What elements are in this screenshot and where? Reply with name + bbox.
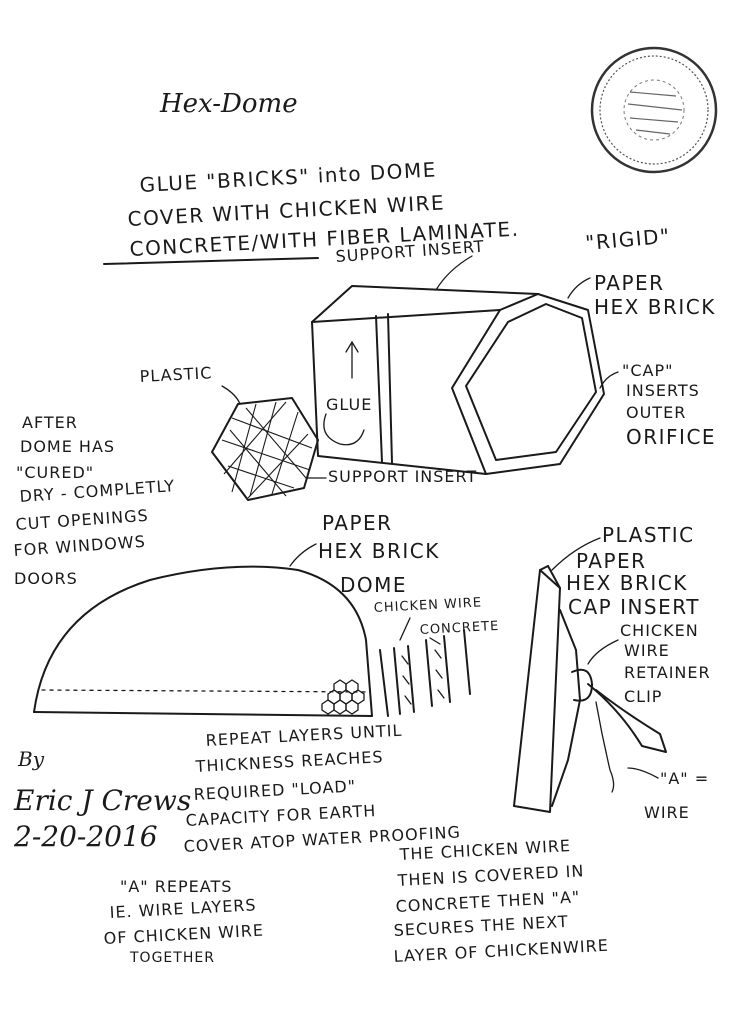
a-wire-label-line-1: "A" = [660,769,709,788]
cap-inserts-note: "CAP" INSERTS OUTER ORIFICE [599,361,716,449]
cap-inserts-line-4: ORIFICE [626,425,716,449]
page-title: Hex-Dome [159,89,298,119]
dome-drawing [33,565,373,717]
chicken-wire-label: CHICKEN WIRE [373,595,482,616]
layer-cross-section [379,629,471,717]
cap-inserts-line-1: "CAP" [622,361,673,380]
cap-callout-line-2: PAPER [576,549,647,573]
after-dome-line-6: FOR WINDOWS [13,532,146,560]
signature-name: Eric J Crews [13,784,191,817]
dome-title-leader [289,543,317,567]
dome-title-line-2: HEX BRICK [318,539,440,563]
a-repeats-line-4: TOGETHER [129,950,215,966]
cap-insert-callout: PLASTIC PAPER HEX BRICK CAP INSERT CHICK… [551,523,711,706]
paper-brick-leader [567,277,591,299]
a-wire-label-line-2: WIRE [644,803,690,822]
cap-callout-line-1: PLASTIC [602,523,695,547]
after-dome-line-5: CUT OPENINGS [15,506,149,534]
chicken-wire-then-line-4: SECURES THE NEXT [393,912,569,940]
after-dome-line-2: DOME HAS [20,437,115,456]
chicken-wire-then-note: THE CHICKEN WIRE THEN IS COVERED IN CONC… [393,836,609,966]
plastic-label: PLASTIC [139,363,213,386]
signature-date: 2-20-2016 [13,820,158,853]
plastic-leader [221,385,241,405]
chicken-wire-then-line-2: THEN IS COVERED IN [396,861,585,890]
repeat-layers-line-3: REQUIRED "LOAD" [193,777,356,804]
signature-by: By [17,747,45,771]
chicken-wire-then-line-5: LAYER OF CHICKENWIRE [393,936,609,966]
cap-callout-line-7: RETAINER [624,663,711,682]
cap-inserts-line-3: OUTER [626,403,686,422]
plastic-hex-insert [211,397,319,501]
paper-hex-brick-top-line-2: HEX BRICK [594,295,716,319]
a-repeats-line-2: IE. WIRE LAYERS [109,895,257,922]
after-dome-line-3: "CURED" [16,463,94,482]
repeat-layers-line-4: CAPACITY FOR EARTH [185,801,376,830]
instruction-underline [103,257,319,265]
cap-inserts-line-2: INSERTS [626,381,700,400]
repeat-layers-line-1: REPEAT LAYERS UNTIL [205,721,403,750]
hex-brick-drawing [311,285,605,475]
cap-callout-line-8: CLIP [624,687,662,706]
cap-callout-line-3: HEX BRICK [566,571,688,595]
dome-title-line-1: PAPER [322,511,393,535]
repeat-layers-line-2: THICKNESS REACHES [194,747,384,776]
dome-title-line-3: DOME [340,573,407,597]
a-repeats-line-3: OF CHICKEN WIRE [103,921,264,948]
a-repeats-line-1: "A" REPEATS [120,877,232,896]
paper-hex-brick-top-line-1: PAPER [594,271,665,295]
cap-insert-side-view [513,565,667,813]
cap-callout-line-5: CHICKEN [620,621,699,640]
concrete-label: CONCRETE [419,619,499,638]
after-dome-line-7: DOORS [14,569,78,588]
a-repeats-note: "A" REPEATS IE. WIRE LAYERS OF CHICKEN W… [103,877,264,966]
glue-arrow-curl [323,413,365,446]
support-insert-bottom-label: SUPPORT INSERT [328,467,477,486]
support-insert-leader [435,255,473,291]
cap-callout-line-6: WIRE [624,641,670,660]
repeat-layers-note: REPEAT LAYERS UNTIL THICKNESS REACHES RE… [183,721,461,856]
instruction-line-1: GLUE "BRICKS" into DOME [139,157,437,197]
after-dome-line-1: AFTER [22,413,78,432]
cap-callout-line-4: CAP INSERT [568,595,700,619]
signature-block: By Eric J Crews 2-20-2016 [13,747,191,853]
notary-stamp [590,46,718,174]
rigid-label: "RIGID" [584,224,671,255]
glue-label: GLUE [326,395,372,414]
after-dome-note: AFTER DOME HAS "CURED" DRY - COMPLETLY C… [13,413,176,588]
